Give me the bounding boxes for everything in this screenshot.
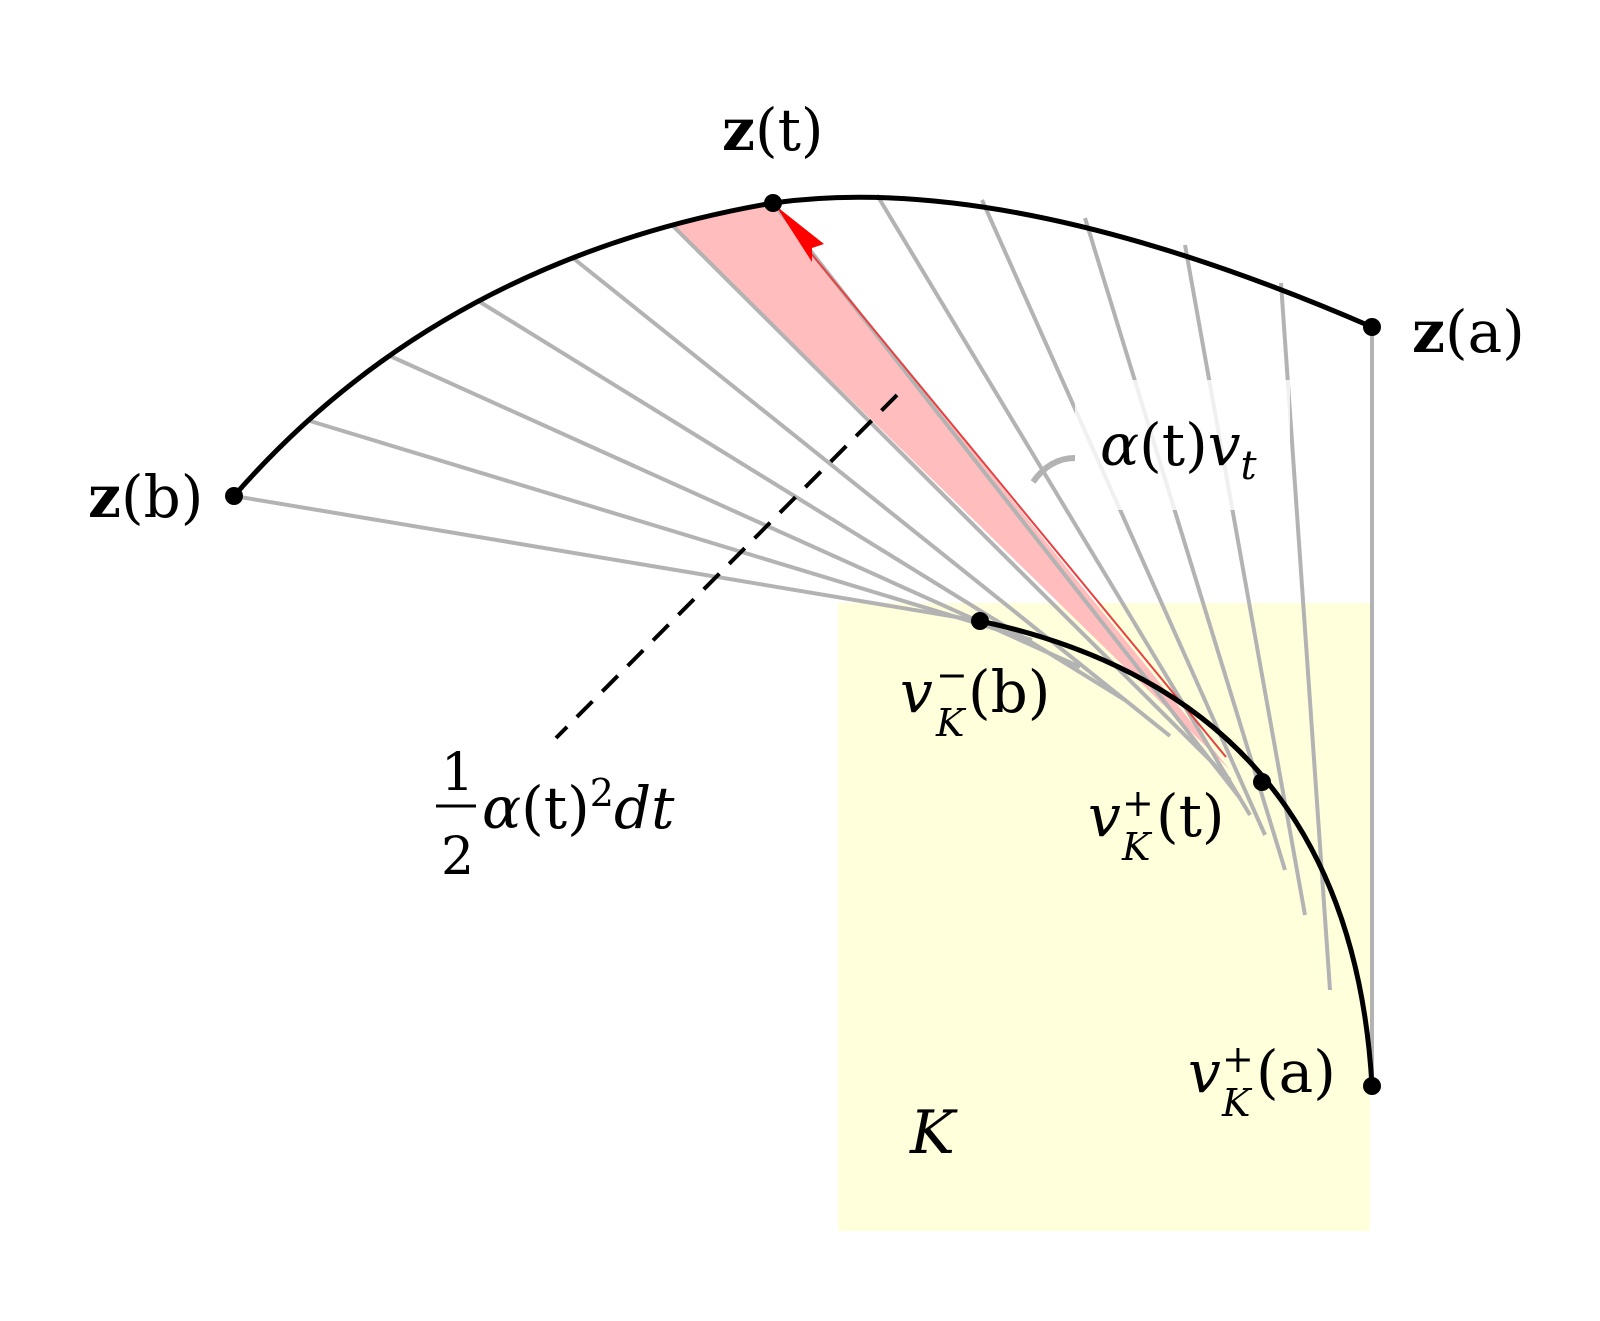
svg-text:2: 2 — [441, 827, 474, 887]
label-z-t: z(t) — [722, 96, 824, 164]
ray — [478, 300, 1127, 702]
point-vk-plus-t — [1253, 773, 1271, 791]
label-pointer — [1030, 455, 1076, 484]
svg-text:K: K — [1221, 1081, 1253, 1125]
svg-text:α(t)2dt: α(t)2dt — [482, 771, 675, 842]
ray — [309, 419, 1033, 642]
svg-text:v: v — [900, 658, 933, 726]
ray — [571, 256, 1172, 738]
ray — [670, 223, 1232, 782]
svg-text:v: v — [1188, 1038, 1221, 1106]
label-alpha-vt: α(t)vt — [1100, 411, 1258, 489]
label-z-a: z(a) — [1412, 298, 1525, 366]
svg-text:(a): (a) — [1256, 1038, 1336, 1106]
points — [225, 194, 1381, 1095]
svg-text:−: − — [936, 653, 968, 697]
label-k: K — [909, 1098, 958, 1168]
ray — [233, 494, 981, 623]
svg-text:(b): (b) — [968, 658, 1050, 726]
alpha-wedge — [672, 203, 1230, 770]
svg-text:v: v — [1088, 782, 1121, 850]
label-vk-minus-b: v − K (b) — [900, 653, 1050, 745]
point-vk-minus-b — [971, 612, 989, 630]
ray — [389, 354, 1081, 669]
svg-text:+: + — [1122, 781, 1154, 825]
svg-text:(t): (t) — [1156, 782, 1225, 850]
svg-text:1: 1 — [441, 743, 474, 803]
label-vk-plus-t: v + K (t) — [1088, 781, 1225, 869]
point-z-a — [1363, 318, 1381, 336]
svg-text:+: + — [1222, 1037, 1254, 1081]
svg-text:K: K — [1121, 825, 1153, 869]
label-area: 1 2 α(t)2dt — [436, 743, 675, 887]
label-vk-plus-a: v + K (a) — [1188, 1037, 1336, 1125]
svg-text:K: K — [935, 701, 967, 745]
label-mask — [1075, 380, 1290, 510]
region-k — [838, 603, 1370, 1231]
point-z-b — [225, 487, 243, 505]
label-z-b: z(b) — [88, 463, 203, 531]
point-vk-plus-a — [1363, 1077, 1381, 1095]
point-z-t — [764, 194, 782, 212]
alpha-vector-arrow — [776, 206, 1227, 758]
dashed-pointer — [554, 393, 899, 740]
